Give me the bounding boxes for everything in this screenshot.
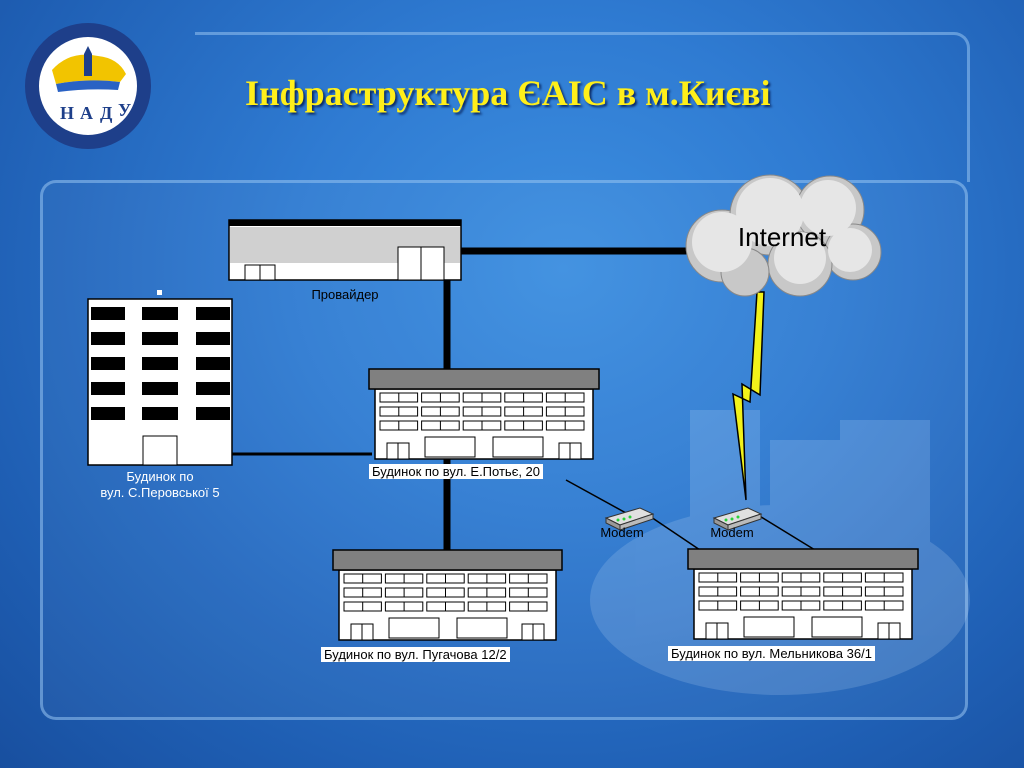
- internet-label: Internet: [738, 222, 827, 252]
- building-pugachova-icon: [332, 549, 563, 641]
- logo-letter-a: А: [80, 103, 93, 123]
- panel-frame-top: [195, 32, 970, 182]
- slide-title: Інфраструктура ЄАІС в м.Києві: [245, 73, 771, 113]
- internet-cloud-icon: [685, 174, 882, 297]
- modem-right-icon: [712, 507, 763, 531]
- modem-right-label: Modem: [710, 525, 753, 540]
- nadu-logo: Н А Д У: [25, 23, 151, 149]
- building-melnykova-label: Будинок по вул. Мельникова 36/1: [668, 646, 875, 661]
- provider-server-icon: [228, 219, 462, 281]
- logo-letter-d: Д: [100, 103, 113, 123]
- building-perovska-label-line1: Будинок по: [126, 469, 193, 484]
- building-perovska-icon: [87, 290, 233, 466]
- logo-letter-u: У: [118, 100, 131, 120]
- modem-right-link: [757, 514, 816, 551]
- building-potie-icon: [368, 368, 600, 460]
- modem-left-label: Modem: [600, 525, 643, 540]
- provider-label: Провайдер: [311, 287, 378, 302]
- modem-left-link-b: [647, 514, 701, 551]
- building-potie-label: Будинок по вул. Е.Потьє, 20: [369, 464, 544, 479]
- modem-left-link-a: [565, 479, 627, 514]
- wireless-lightning-icon: [732, 291, 765, 501]
- building-perovska-label-line2: вул. С.Перовської 5: [100, 485, 219, 500]
- modem-left-icon: [604, 507, 655, 531]
- logo-letter-n: Н: [60, 103, 74, 123]
- building-melnykova-icon: [687, 548, 919, 640]
- building-pugachova-label: Будинок по вул. Пугачова 12/2: [321, 647, 510, 662]
